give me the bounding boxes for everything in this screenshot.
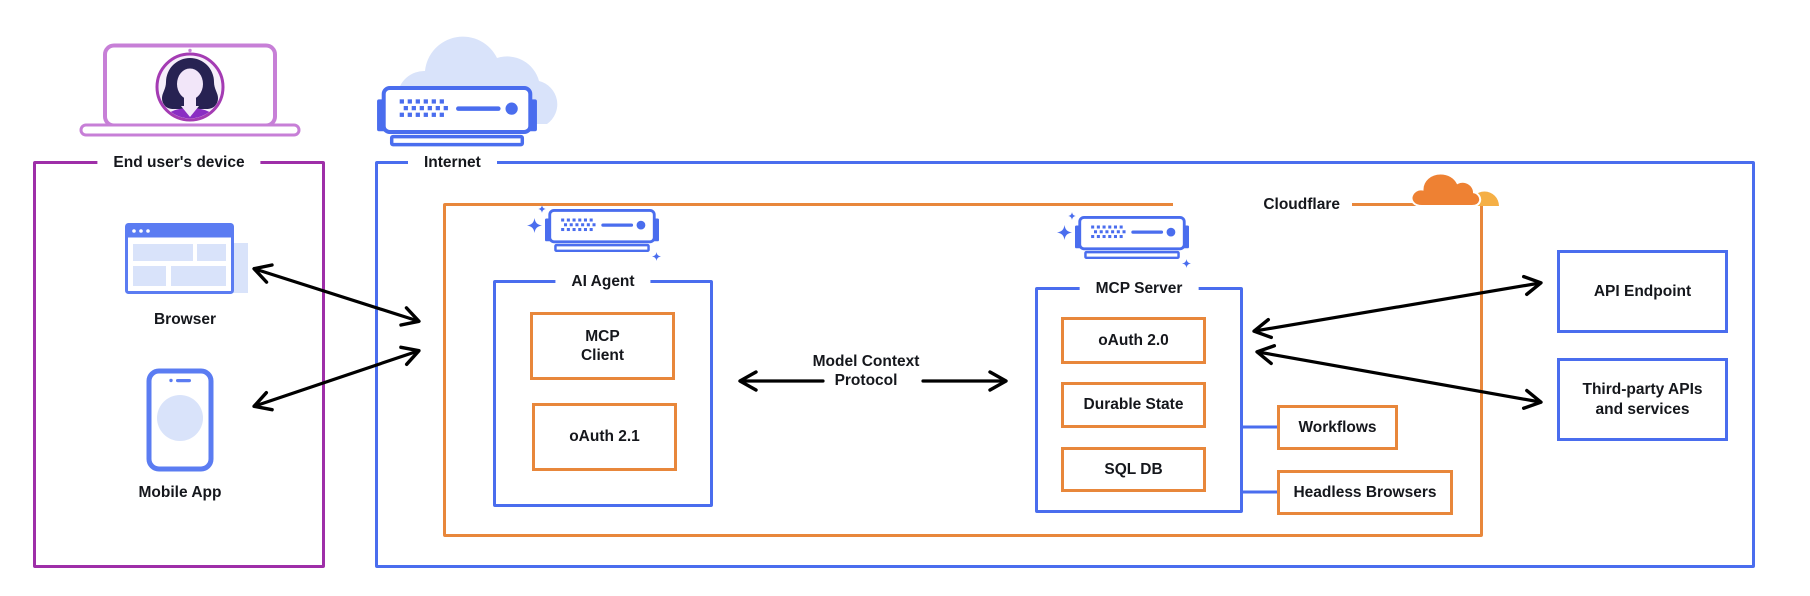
ai-agent-box: AI Agent	[493, 271, 713, 507]
oauth20-node: oAuth 2.0	[1061, 317, 1206, 364]
mobile-phone-icon	[146, 368, 214, 472]
third-party-apis-node: Third-party APIs and services	[1557, 358, 1728, 441]
mcp-server-box: MCP Server	[1035, 278, 1243, 513]
durable-state-node: Durable State	[1061, 382, 1206, 428]
sparkle-icon	[652, 252, 661, 261]
sparkle-icon	[1182, 259, 1191, 268]
oauth21-label: oAuth 2.1	[569, 428, 640, 446]
oauth21-node: oAuth 2.1	[532, 403, 677, 471]
internet-label: Internet	[408, 152, 497, 173]
mcp-client-label: MCP Client	[580, 327, 625, 364]
cloudflare-logo-icon	[1410, 172, 1499, 207]
mcp-server-label: MCP Server	[1079, 278, 1199, 299]
headless-browsers-label: Headless Browsers	[1293, 483, 1437, 501]
headless-browsers-node: Headless Browsers	[1277, 470, 1453, 515]
workflows-node: Workflows	[1277, 405, 1398, 450]
third-party-apis-label: Third-party APIs and services	[1582, 381, 1703, 418]
ai-agent-label: AI Agent	[555, 271, 651, 292]
mcp-server-icon	[1057, 212, 1191, 268]
api-endpoint-node: API Endpoint	[1557, 250, 1728, 333]
mcp-client-node: MCP Client	[530, 312, 675, 380]
internet-router-icon	[372, 36, 558, 148]
oauth20-label: oAuth 2.0	[1098, 331, 1169, 349]
sparkle-icon	[538, 205, 546, 213]
sparkle-icon	[1057, 225, 1072, 240]
workflows-label: Workflows	[1298, 418, 1377, 436]
browser-caption: Browser	[153, 311, 217, 328]
sparkle-icon	[527, 218, 542, 233]
sparkle-icon	[1068, 212, 1076, 220]
mobile-app-caption: Mobile App	[138, 484, 222, 501]
ai-agent-server-icon	[527, 205, 661, 261]
sql-db-label: SQL DB	[1104, 460, 1163, 478]
api-endpoint-label: API Endpoint	[1593, 282, 1692, 300]
model-context-protocol-label: Model Context Protocol	[812, 353, 920, 390]
sql-db-node: SQL DB	[1061, 447, 1206, 492]
cloudflare-label: Cloudflare	[1173, 194, 1352, 215]
browser-window-icon	[125, 223, 248, 294]
end-users-device-label: End user's device	[97, 152, 261, 173]
durable-state-label: Durable State	[1083, 396, 1184, 414]
laptop-user-icon	[79, 43, 301, 137]
